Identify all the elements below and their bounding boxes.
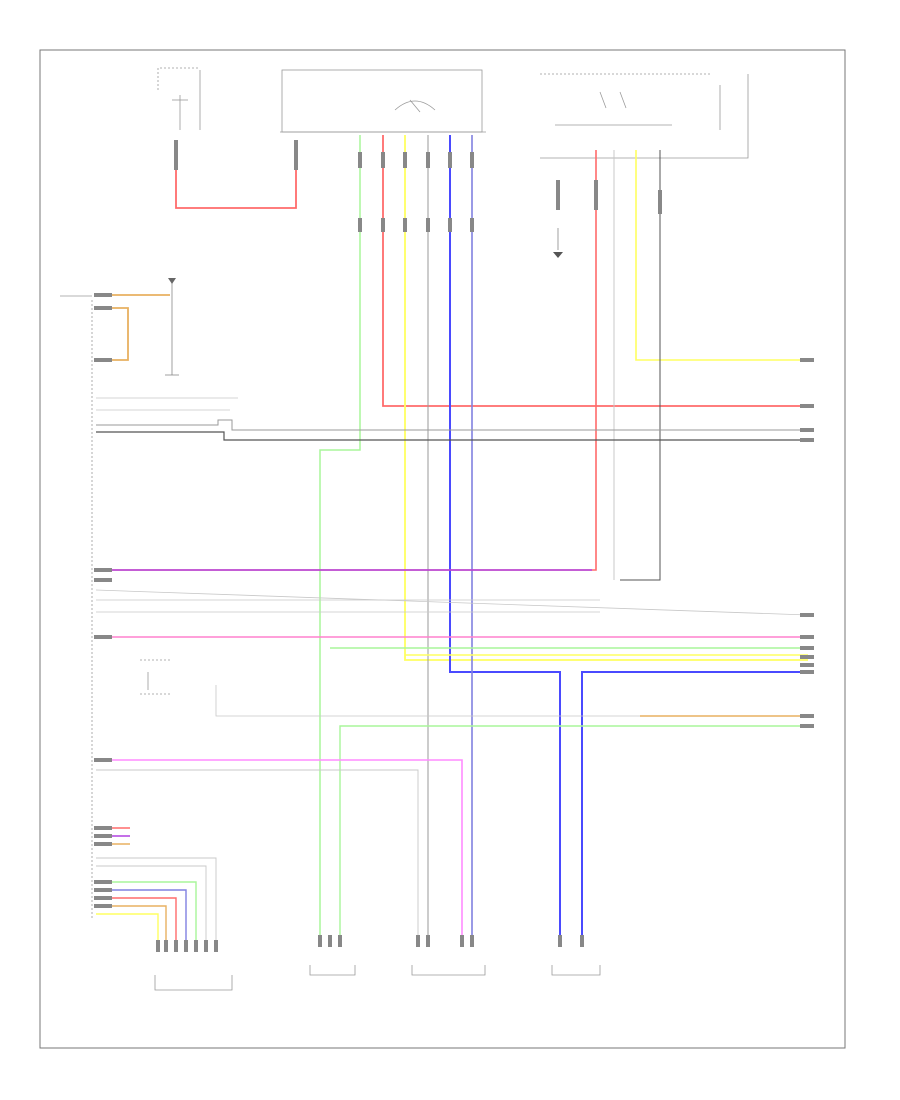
top-left-module (157, 67, 201, 130)
diagram-frame (39, 49, 846, 1049)
top-center-module (280, 69, 486, 133)
wire-pink-2 (96, 759, 463, 945)
wire-blue-1 (449, 135, 561, 945)
wire-bundle-gray (96, 857, 217, 945)
wire-red-right (96, 150, 597, 571)
wire-yellow-right (635, 150, 808, 361)
lower-center-component (140, 659, 170, 695)
wire-bundle-yellow (96, 913, 159, 945)
bottom-component-outlines (154, 965, 601, 991)
connector-pins-top (174, 140, 662, 232)
wire-green-1 (319, 135, 361, 940)
wire-gray-mid (215, 685, 808, 717)
top-right-module (540, 73, 749, 159)
wire-blue-2 (581, 671, 808, 945)
wire-bundle-gray-2 (96, 865, 207, 945)
connector-pins-right (800, 358, 814, 728)
wire-gray-lower (96, 769, 419, 945)
wire-bundle-orange-2 (96, 905, 167, 945)
wire-yellow-1 (404, 135, 808, 661)
connector-pins-bottom (156, 935, 584, 952)
wire-dark-bus-2 (96, 431, 808, 441)
wire-red-loop (175, 140, 297, 209)
wire-bundle-green (96, 881, 197, 945)
wire-dark-right (620, 150, 661, 581)
fuse-block (165, 278, 179, 376)
connector-pins-ecm (94, 293, 112, 908)
wire-orange-left-2 (110, 307, 129, 361)
wire-bundle-red-2 (96, 897, 177, 945)
ground-symbol-top-right (553, 228, 563, 258)
wire-green-3 (339, 725, 808, 945)
wire-lightgray-3 (95, 589, 809, 616)
wire-dark-bus-1 (96, 419, 808, 431)
left-ecm-module (60, 295, 93, 920)
wire-bundle-blue (96, 889, 187, 945)
